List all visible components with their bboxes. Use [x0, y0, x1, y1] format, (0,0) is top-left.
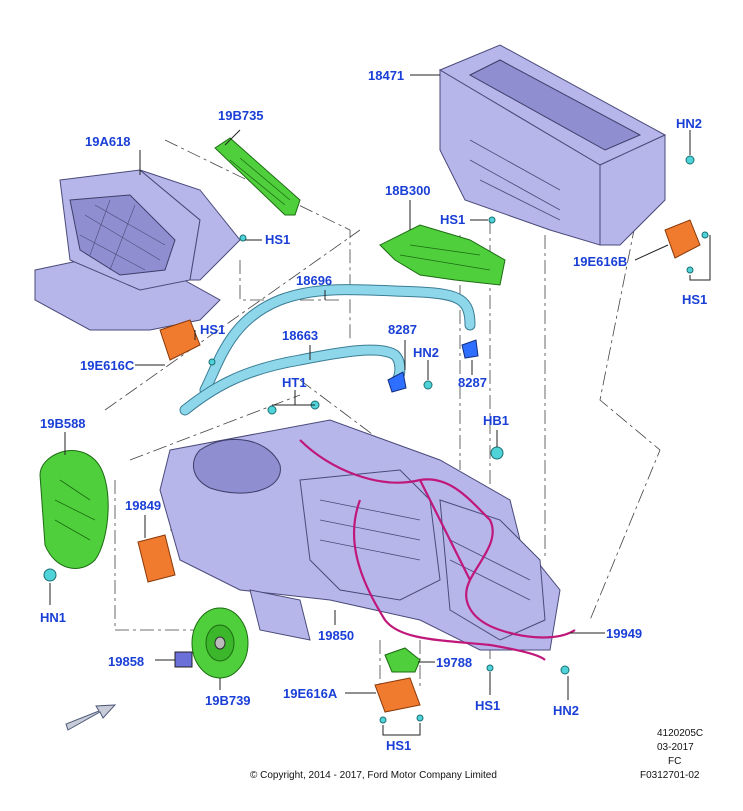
part-19849-resistor	[137, 534, 176, 583]
part-18471-housing	[438, 44, 667, 246]
label-19788: 19788	[436, 655, 472, 670]
label-18663: 18663	[282, 328, 318, 343]
hose-18696	[199, 284, 476, 396]
fasteners	[43, 155, 709, 724]
label-HN1: HN1	[40, 610, 66, 625]
label-HN2-top: HN2	[676, 116, 702, 131]
footer: © Copyright, 2014 - 2017, Ford Motor Com…	[250, 728, 703, 781]
part-19788	[384, 647, 421, 673]
leader-lines	[49, 74, 711, 736]
part-19850-main-case	[159, 419, 561, 651]
label-19B739: 19B739	[205, 693, 251, 708]
label-HS1-d: HS1	[200, 322, 225, 337]
ref-code-4: F0312701-02	[640, 770, 700, 781]
label-HS1-c: HS1	[682, 292, 707, 307]
arrow-down-left-icon	[65, 704, 117, 731]
label-HS1-e: HS1	[386, 738, 411, 753]
part-19E616A-actuator	[374, 677, 421, 713]
part-labels: 18471 19A618 19B735 HN2 18B300 HS1 HS1 1…	[40, 68, 707, 753]
label-19858: 19858	[108, 654, 144, 669]
part-8287-clip-b	[461, 339, 479, 359]
ref-code-1: 4120205C	[657, 728, 703, 739]
label-HS1-a: HS1	[440, 212, 465, 227]
label-HN2-mid: HN2	[413, 345, 439, 360]
part-19B739-blower-wheel	[191, 607, 249, 679]
label-18696: 18696	[296, 273, 332, 288]
label-HB1: HB1	[483, 413, 509, 428]
part-18B300-duct	[379, 224, 506, 286]
part-19B735-bracket	[214, 137, 301, 216]
label-19A618: 19A618	[85, 134, 131, 149]
label-19E616C: 19E616C	[80, 358, 135, 373]
label-19B588: 19B588	[40, 416, 86, 431]
label-HS1-b: HS1	[265, 232, 290, 247]
part-8287-clip-a	[387, 371, 407, 393]
label-8287-a: 8287	[388, 322, 417, 337]
part-19B588-cover	[39, 450, 109, 569]
label-18471: 18471	[368, 68, 404, 83]
ref-code-3: FC	[668, 756, 681, 767]
label-HS1-f: HS1	[475, 698, 500, 713]
part-19A618-housing	[34, 169, 241, 331]
label-19E616A: 19E616A	[283, 686, 338, 701]
hose-18663	[179, 344, 406, 416]
part-19858	[174, 651, 193, 668]
label-19849: 19849	[125, 498, 161, 513]
part-19E616C-actuator	[159, 319, 201, 361]
label-18B300: 18B300	[385, 183, 431, 198]
label-8287-b: 8287	[458, 375, 487, 390]
label-19B735: 19B735	[218, 108, 264, 123]
label-HT1: HT1	[282, 375, 307, 390]
part-19E616B-actuator	[664, 219, 701, 259]
label-19850: 19850	[318, 628, 354, 643]
ref-code-2: 03-2017	[657, 742, 694, 753]
label-HN2-bot: HN2	[553, 703, 579, 718]
copyright-text: © Copyright, 2014 - 2017, Ford Motor Com…	[250, 770, 497, 781]
label-19E616B: 19E616B	[573, 254, 627, 269]
label-19949: 19949	[606, 626, 642, 641]
wiring-harness	[299, 439, 576, 661]
